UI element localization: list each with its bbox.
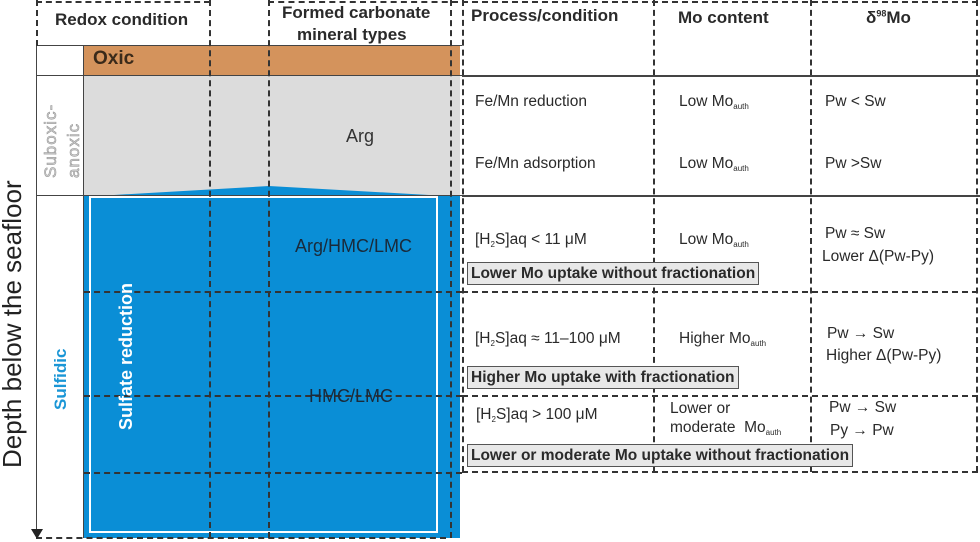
right-header-top-dash: [462, 1, 978, 3]
sulfate-reduction-frame: [89, 196, 438, 533]
delta-row-4-line1: Pw → Sw: [829, 399, 897, 416]
sulfidic-label: Sulfidic: [51, 348, 70, 410]
oxic-bottom-line: [36, 75, 462, 76]
delta-symbol: δ: [866, 8, 877, 27]
h2s-post: S]aq > 100 μM: [495, 406, 598, 423]
suboxic-label-line2: anoxic: [64, 122, 84, 179]
process-row-3: [H2S]aq ≈ 11–100 μM: [475, 330, 621, 348]
note-lower-mo-uptake: Lower Mo uptake without fractionation: [467, 262, 760, 285]
delta-row-3-line2: Higher Δ(Pw-Py): [826, 347, 942, 364]
suboxic-bottom-line: [36, 195, 462, 196]
mo-row-3: Higher Moauth: [679, 330, 766, 348]
delta-row-2-line2: Lower Δ(Pw-Py): [822, 248, 934, 265]
sulfidic-boundary-wedge: [114, 186, 429, 195]
mo-subscript: auth: [733, 240, 749, 249]
right-right-dash: [976, 0, 978, 472]
suboxic-label-line1: Suboxic-: [41, 103, 61, 179]
redox-header-left-dash: [36, 0, 38, 46]
mo-subscript: auth: [733, 164, 749, 173]
right-col-div-2: [810, 0, 812, 472]
zone-column-border: [83, 46, 84, 538]
process-row-4: [H2S]aq > 100 μM: [476, 406, 598, 424]
h2s-pre: [H: [475, 231, 491, 248]
oxic-zone: [84, 46, 460, 75]
process-header: Process/condition: [471, 6, 619, 25]
mo-subscript: auth: [765, 428, 782, 437]
column-divider-3: [450, 0, 452, 538]
redox-condition-header: Redox condition: [55, 10, 189, 29]
process-row-0: Fe/Mn reduction: [475, 93, 587, 110]
h2s-sub: 2: [491, 415, 496, 424]
right-row-div-2: [462, 395, 978, 397]
mo-row-1: Low Moauth: [679, 155, 749, 173]
bottom-dash: [36, 537, 446, 539]
right-left-dash: [462, 0, 464, 472]
depth-arrow-icon: [31, 529, 43, 539]
delta-mo-header: δ98Mo: [866, 8, 911, 28]
delta-row-1: Pw >Sw: [825, 155, 882, 172]
process-row-2: [H2S]aq < 11 μM: [475, 231, 587, 249]
sulfidic-zone: [84, 196, 460, 538]
mo-subscript: auth: [733, 102, 749, 111]
right-row-div-1: [462, 291, 978, 293]
note-higher-mo-uptake: Higher Mo uptake with fractionation: [467, 366, 739, 389]
mo-text: moderate Mo: [670, 419, 766, 436]
oxic-label: Oxic: [93, 48, 135, 69]
h2s-pre: [H: [476, 406, 492, 423]
mo-text: Higher Mo: [679, 330, 751, 347]
header-top-dash-left: [36, 1, 210, 3]
right-col-div-1: [653, 0, 655, 472]
minerals-header-line1: Formed carbonate: [282, 3, 431, 22]
mineral-hmc-lmc: HMC/LMC: [309, 386, 393, 406]
mo-row-4-line1: Lower or: [670, 400, 731, 417]
mo-row-4-line2: moderate Moauth: [670, 419, 781, 437]
mo-text: Low Mo: [679, 155, 734, 172]
delta-mo-text: Mo: [886, 8, 911, 27]
column-divider-2: [268, 0, 270, 538]
depth-axis-line: [36, 196, 37, 530]
mineral-arg-hmc-lmc: Arg/HMC/LMC: [295, 236, 413, 256]
mo-text: Low Mo: [679, 93, 734, 110]
sulfidic-divider-2: [84, 395, 462, 397]
sulfidic-divider-1: [84, 291, 462, 293]
mo-row-2: Low Moauth: [679, 231, 749, 249]
minerals-header-line2: mineral types: [297, 25, 407, 44]
suboxic-zone: [84, 76, 460, 195]
note-lower-moderate-mo-uptake: Lower or moderate Mo uptake without frac…: [467, 444, 854, 467]
mo-text: Low Mo: [679, 231, 734, 248]
delta-row-3-line1: Pw → Sw: [827, 325, 895, 342]
right-row-div-3: [462, 471, 978, 473]
h2s-sub: 2: [490, 339, 495, 348]
column-divider-1: [209, 0, 211, 538]
h2s-pre: [H: [475, 330, 491, 347]
depth-axis-label: Depth below the seafloor: [0, 180, 27, 468]
delta-row-2-line1: Pw ≈ Sw: [825, 225, 886, 242]
h2s-sub: 2: [490, 240, 495, 249]
delta-superscript: 98: [876, 8, 887, 19]
sulfidic-divider-3: [84, 472, 462, 474]
right-suboxic-bottom-line: [462, 195, 980, 197]
delta-row-0: Pw < Sw: [825, 93, 886, 110]
mo-content-header: Mo content: [678, 8, 769, 27]
process-row-1: Fe/Mn adsorption: [475, 155, 596, 172]
right-header-bottom-line: [462, 75, 980, 77]
delta-row-4-line2: Py → Pw: [830, 422, 894, 439]
wedge-shape: [114, 186, 429, 195]
mo-subscript: auth: [750, 339, 767, 348]
header-top-dash-minerals: [268, 1, 458, 3]
oxic-top-line: [36, 45, 462, 46]
h2s-post: S]aq ≈ 11–100 μM: [494, 330, 621, 347]
h2s-post: S]aq < 11 μM: [494, 231, 587, 248]
mineral-arg: Arg: [346, 126, 375, 146]
mo-row-0: Low Moauth: [679, 93, 749, 111]
sulfate-reduction-label: Sulfate reduction: [116, 282, 136, 430]
